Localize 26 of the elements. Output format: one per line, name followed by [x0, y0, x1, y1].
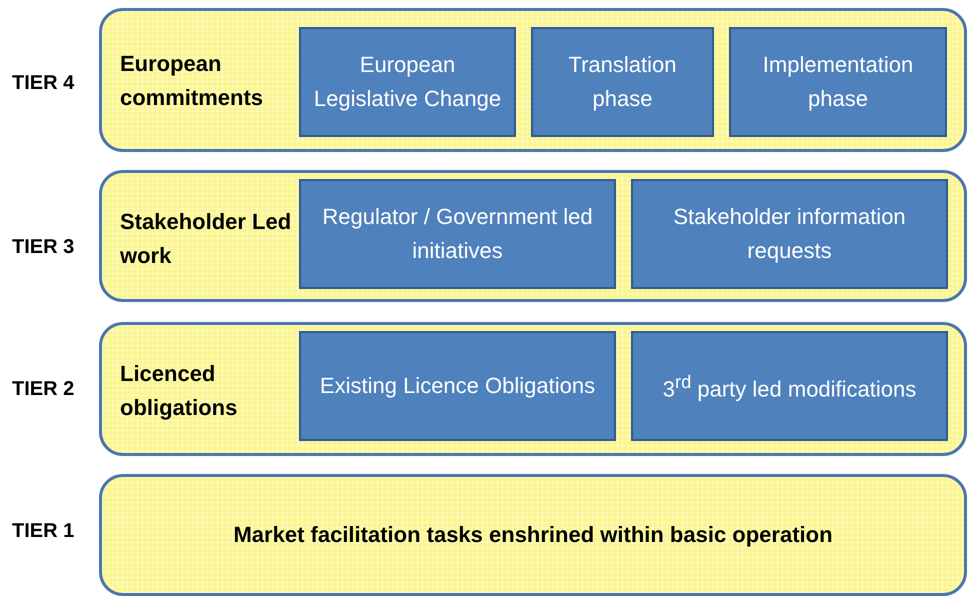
box-label: Regulator / Government led initiatives	[321, 203, 594, 265]
process-box	[631, 331, 948, 441]
tier-label: TIER 1	[12, 520, 74, 543]
tier-band	[99, 322, 967, 456]
tier-band	[99, 474, 967, 596]
band-text: Market facilitation tasks enshrined within basic operation	[232, 521, 834, 549]
tier-label: TIER 4	[12, 72, 74, 95]
process-box	[299, 331, 616, 441]
tier-label: TIER 3	[12, 236, 74, 259]
box-label: Implementation phase	[762, 51, 914, 113]
process-box	[631, 179, 948, 289]
band-heading: European commitments	[120, 50, 264, 112]
tier-label: TIER 2	[12, 378, 74, 401]
process-box	[299, 27, 516, 137]
tier-band	[99, 170, 967, 302]
box-label: Stakeholder information requests	[672, 203, 907, 265]
process-box	[729, 27, 947, 137]
box-label: 3$^{rd}$ party led modifications	[662, 370, 916, 404]
band-heading: Stakeholder Led work	[120, 208, 292, 270]
band-heading: Licenced obligations	[120, 360, 238, 422]
box-label: Translation phase	[567, 51, 678, 113]
tier-band	[99, 8, 967, 152]
box-label: European Legislative Change	[312, 51, 502, 113]
process-box	[299, 179, 616, 289]
box-label: Existing Licence Obligations	[320, 372, 596, 400]
process-box	[531, 27, 714, 137]
